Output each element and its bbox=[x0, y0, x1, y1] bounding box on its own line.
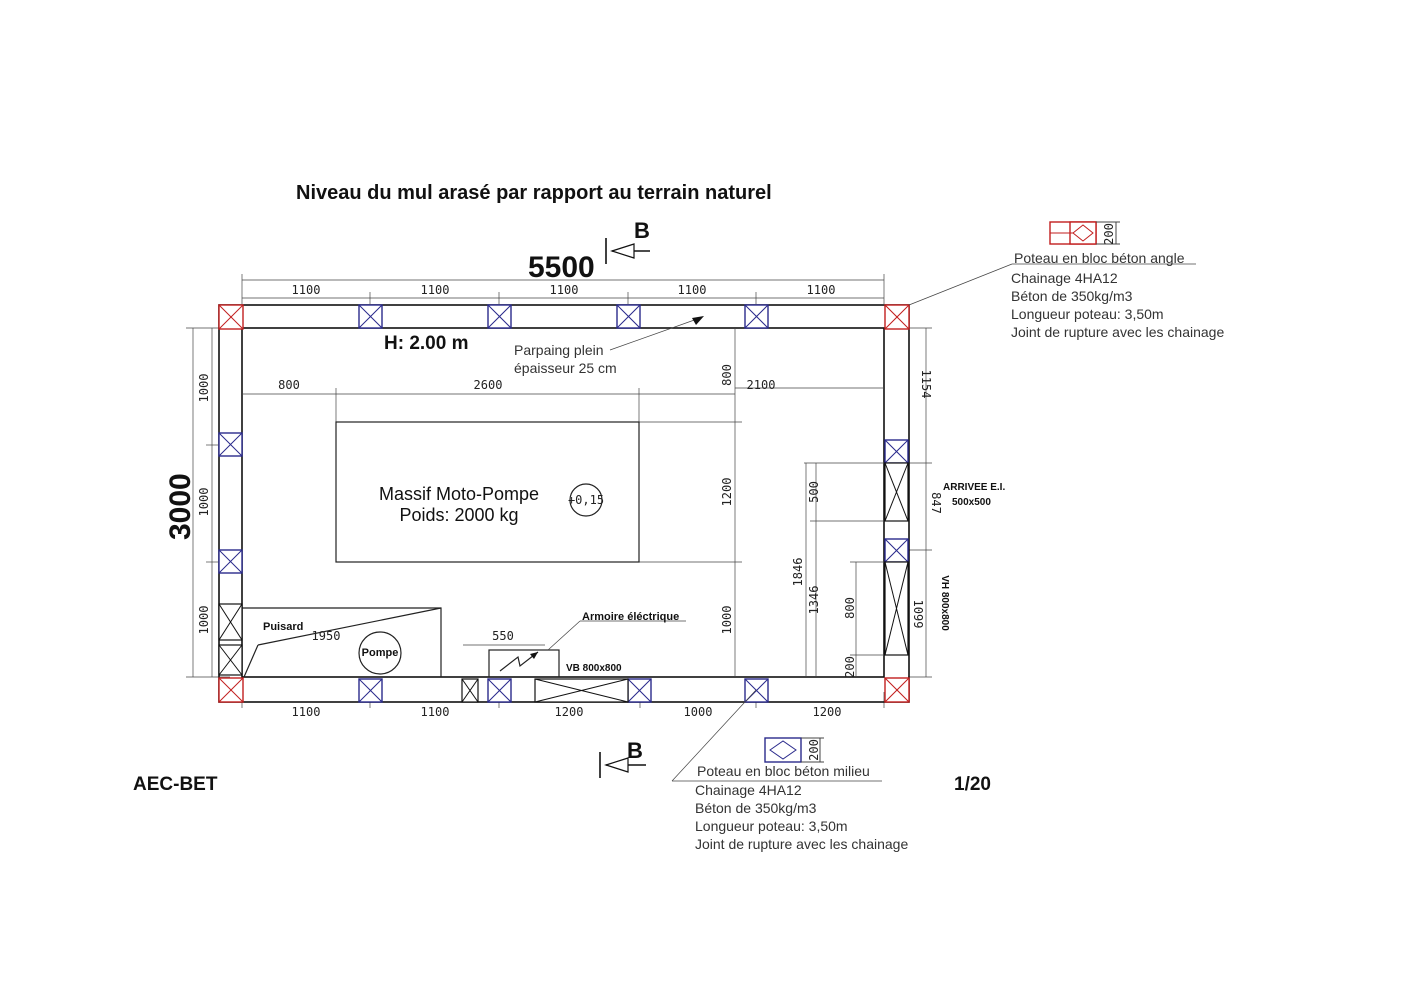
middle-post bbox=[884, 538, 909, 563]
corner-post bbox=[884, 677, 910, 703]
puisard bbox=[242, 607, 442, 678]
dim-right-1099: 1099 bbox=[911, 600, 925, 629]
massif-label: Massif Moto-Pompe bbox=[379, 484, 539, 504]
dim-800-right: 800 bbox=[843, 597, 857, 619]
dim-1846: 1846 bbox=[791, 558, 805, 587]
legend-angle-line2: Béton de 350kg/m3 bbox=[1011, 288, 1133, 304]
armoire-label: Armoire éléctrique bbox=[582, 611, 679, 623]
legend-milieu-line2: Béton de 350kg/m3 bbox=[695, 800, 817, 816]
vb-label: VB 800x800 bbox=[566, 663, 622, 674]
legend-angle-size: 200 bbox=[1102, 223, 1116, 245]
dim-top-5: 1100 bbox=[807, 283, 836, 297]
overall-length: 5500 bbox=[528, 251, 595, 284]
bottom-vent-small bbox=[461, 678, 479, 703]
middle-post bbox=[218, 549, 243, 574]
dim-left-1: 1000 bbox=[197, 374, 211, 403]
vh-label: VH 800x800 bbox=[939, 575, 950, 631]
dim-500: 500 bbox=[807, 481, 821, 503]
middle-post bbox=[487, 678, 512, 703]
middle-post bbox=[218, 432, 243, 457]
interior-dimensions bbox=[242, 328, 884, 677]
legend-milieu-title: Poteau en bloc béton milieu bbox=[697, 763, 870, 779]
legend-milieu-line1: Chainage 4HA12 bbox=[695, 782, 802, 798]
middle-post-legend-icon bbox=[764, 737, 824, 763]
dim-left-gap: 800 bbox=[278, 378, 300, 392]
vent-vb-800x800 bbox=[534, 678, 629, 703]
corner-post bbox=[884, 304, 910, 330]
vent-left-upper bbox=[218, 603, 243, 641]
dim-massif-height: 1200 bbox=[720, 478, 734, 507]
legend-angle-line1: Chainage 4HA12 bbox=[1011, 270, 1118, 286]
dim-right-847: 847 bbox=[929, 492, 943, 514]
massif-weight: Poids: 2000 kg bbox=[399, 505, 518, 525]
middle-post bbox=[487, 304, 512, 329]
company-name: AEC-BET bbox=[133, 774, 218, 795]
section-label-top: B bbox=[634, 218, 650, 243]
middle-post bbox=[616, 304, 641, 329]
dim-bottom-3: 1200 bbox=[555, 705, 584, 719]
legend-milieu-size: 200 bbox=[807, 739, 821, 761]
dim-top-2: 1100 bbox=[421, 283, 450, 297]
electric-symbol bbox=[499, 651, 539, 672]
inlet-arrivee-ei bbox=[884, 462, 909, 522]
drawing-scale: 1/20 bbox=[954, 774, 991, 795]
dim-top-1: 1100 bbox=[292, 283, 321, 297]
level-value: +0,15 bbox=[568, 493, 604, 507]
dim-bottom-1: 1100 bbox=[292, 705, 321, 719]
dim-right-1154: 1154 bbox=[919, 370, 933, 399]
section-marker-top: B bbox=[605, 218, 650, 264]
dim-bottom-5: 1200 bbox=[813, 705, 842, 719]
wall-note-line1: Parpaing plein bbox=[514, 342, 604, 358]
pump-label: Pompe bbox=[362, 647, 399, 659]
middle-post bbox=[358, 678, 383, 703]
dim-massif-bottom: 1000 bbox=[720, 606, 734, 635]
dim-top-4: 1100 bbox=[678, 283, 707, 297]
dim-left-3: 1000 bbox=[197, 606, 211, 635]
overall-width: 3000 bbox=[164, 473, 197, 540]
arrivee-size: 500x500 bbox=[952, 497, 991, 508]
drawing-title: Niveau du mul arasé par rapport au terra… bbox=[296, 182, 772, 204]
wall-note-line2: épaisseur 25 cm bbox=[514, 360, 617, 376]
corner-post-legend-icon bbox=[1049, 221, 1120, 245]
corner-post bbox=[218, 677, 244, 703]
middle-post bbox=[744, 304, 769, 329]
level-marker bbox=[569, 483, 603, 517]
dim-bottom-2: 1100 bbox=[421, 705, 450, 719]
dim-bottom-4: 1000 bbox=[684, 705, 713, 719]
dim-200: 200 bbox=[843, 656, 857, 678]
dim-top-3: 1100 bbox=[550, 283, 579, 297]
electrical-cabinet bbox=[488, 649, 560, 678]
dim-1346: 1346 bbox=[807, 586, 821, 615]
vent-vh-800x800 bbox=[884, 561, 909, 656]
vent-left-lower bbox=[218, 644, 243, 676]
legend-angle-line3: Longueur poteau: 3,50m bbox=[1011, 306, 1164, 322]
middle-post bbox=[358, 304, 383, 329]
section-label-bottom: B bbox=[627, 738, 643, 763]
section-marker-bottom: B bbox=[599, 738, 646, 778]
dim-550: 550 bbox=[492, 629, 514, 643]
legend-angle-title: Poteau en bloc béton angle bbox=[1014, 250, 1185, 266]
wall-height: H: 2.00 m bbox=[384, 333, 468, 354]
dim-massif-length: 2600 bbox=[474, 378, 503, 392]
dim-left-2: 1000 bbox=[197, 488, 211, 517]
legend-milieu-line3: Longueur poteau: 3,50m bbox=[695, 818, 848, 834]
legend-milieu-line4: Joint de rupture avec les chainage bbox=[695, 836, 908, 852]
arrivee-label: ARRIVEE E.I. bbox=[943, 482, 1005, 493]
legend-angle-line4: Joint de rupture avec les chainage bbox=[1011, 324, 1224, 340]
middle-post bbox=[627, 678, 652, 703]
posts bbox=[218, 304, 910, 703]
corner-post bbox=[218, 304, 244, 330]
dim-right-gap: 2100 bbox=[747, 378, 776, 392]
massif-moto-pompe bbox=[335, 421, 640, 563]
middle-post bbox=[884, 439, 909, 464]
pump-symbol bbox=[358, 631, 402, 675]
dim-massif-top: 800 bbox=[720, 364, 734, 386]
puisard-label: Puisard bbox=[263, 621, 303, 633]
